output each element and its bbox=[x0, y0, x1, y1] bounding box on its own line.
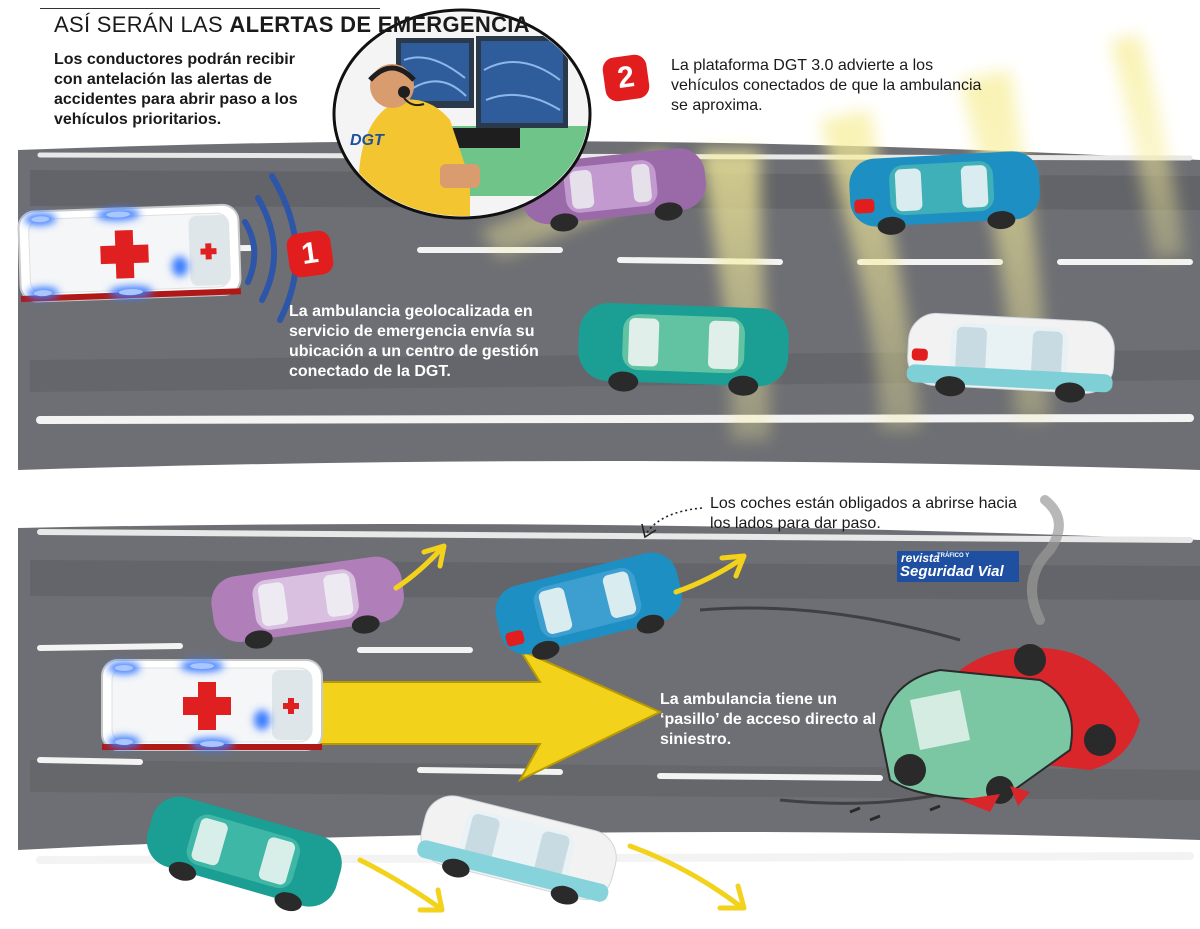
monitor-icon bbox=[476, 36, 568, 128]
dgt-badge: DGT bbox=[350, 132, 384, 149]
ambulance-icon bbox=[18, 204, 241, 302]
lane-arrows bbox=[357, 543, 747, 913]
step-2-badge: 2 bbox=[601, 53, 651, 103]
car-icon bbox=[417, 795, 617, 905]
car-icon bbox=[906, 312, 1115, 403]
car-icon bbox=[146, 796, 342, 912]
dgt-operator-bubble bbox=[332, 8, 592, 220]
car-icon bbox=[849, 151, 1040, 235]
car-icon bbox=[495, 552, 682, 660]
step-1-badge: 1 bbox=[285, 229, 335, 279]
title-emphasis: ALERTAS DE EMERGENCIA bbox=[229, 12, 530, 37]
ambulance-icon bbox=[102, 660, 322, 750]
arrow-icon bbox=[357, 857, 445, 913]
car-icon bbox=[211, 556, 404, 649]
corridor-text: La ambulancia tiene un ‘pasillo’ de acce… bbox=[660, 691, 877, 748]
title-rule bbox=[40, 8, 380, 9]
logo: revista TRÁFICO Y Seguridad Vial bbox=[897, 551, 1019, 582]
crash-icon bbox=[849, 495, 1140, 822]
page-title: ASÍ SERÁN LAS ALERTAS DE EMERGENCIA bbox=[54, 12, 530, 38]
headset-icon bbox=[398, 86, 425, 107]
arrow-icon bbox=[627, 843, 747, 911]
lane-note: Los coches están obligados a abrirse hac… bbox=[710, 495, 1017, 532]
arrow-icon bbox=[673, 553, 747, 595]
arrow-icon bbox=[299, 647, 663, 783]
step-2-text: La plataforma DGT 3.0 advierte a los veh… bbox=[671, 57, 982, 114]
title-prefix: ASÍ SERÁN LAS bbox=[54, 12, 223, 37]
logo-line-2: TRÁFICO Y bbox=[937, 553, 970, 559]
step-1-text: La ambulancia geolocalizada en servicio … bbox=[289, 303, 539, 380]
pointer-arrow bbox=[641, 507, 703, 539]
arrow-icon bbox=[393, 543, 447, 591]
logo-line-1: revista bbox=[901, 551, 940, 565]
car-icon bbox=[578, 303, 789, 396]
intro-text: Los conductores podrán recibir con antel… bbox=[54, 51, 298, 128]
logo-line-3: Seguridad Vial bbox=[900, 563, 1004, 580]
